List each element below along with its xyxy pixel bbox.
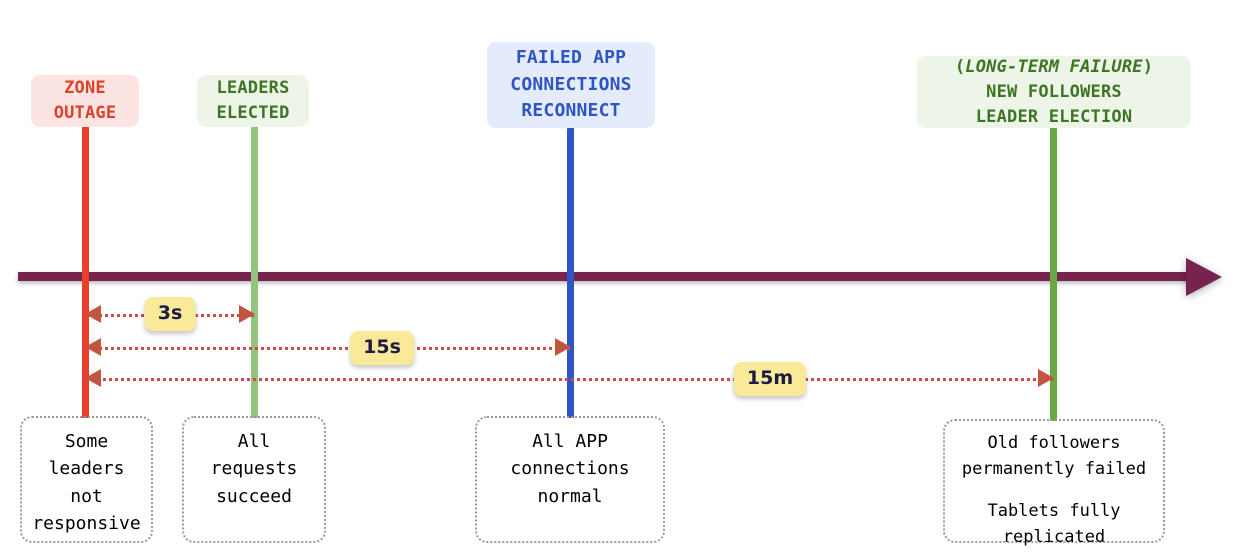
event-chip-line: ELECTED bbox=[216, 103, 290, 123]
event-chip-line: OUTAGE bbox=[53, 103, 117, 123]
outcome-line: responsive bbox=[32, 513, 141, 535]
duration-arrow-right-icon bbox=[1038, 369, 1054, 387]
event-chip-leaders-elected: LEADERS ELECTED bbox=[197, 75, 309, 127]
duration-dotted-line bbox=[86, 347, 570, 350]
outcome-box-leaders-elected: All requests succeed bbox=[182, 416, 326, 543]
outcome-line: leaders bbox=[48, 458, 125, 480]
duration-arrow-right-icon bbox=[239, 305, 255, 323]
outcome-line: permanently failed bbox=[961, 458, 1147, 479]
event-line-app-reconnect bbox=[567, 128, 574, 418]
event-chip-line: CONNECTIONS bbox=[510, 73, 632, 95]
outcome-box-long-term-failure: Old followers permanently failed Tablets… bbox=[943, 419, 1165, 547]
duration-arrow-right-icon bbox=[555, 338, 571, 356]
event-chip-line: ZONE bbox=[64, 78, 106, 99]
outcome-line: normal bbox=[537, 485, 603, 507]
duration-badge-3s: 3s bbox=[144, 297, 196, 331]
duration-badge-15s: 15s bbox=[350, 331, 414, 365]
event-line-zone-outage bbox=[82, 126, 89, 418]
event-chip-app-reconnect: FAILED APP CONNECTIONS RECONNECT bbox=[487, 42, 655, 128]
time-axis-line bbox=[18, 272, 1204, 281]
outcome-box-zone-outage: Some leaders not responsive bbox=[20, 416, 153, 543]
outcome-line: Old followers bbox=[987, 433, 1121, 453]
event-chip-line: LEADER ELECTION bbox=[975, 106, 1133, 127]
duration-arrow-left-icon bbox=[85, 305, 101, 323]
event-chip-long-term-failure: (LONG-TERM FAILURE) NEW FOLLOWERS LEADER… bbox=[917, 56, 1191, 128]
outcome-line: requests bbox=[210, 458, 298, 480]
event-chip-line-long-term: (LONG-TERM FAILURE) bbox=[954, 56, 1154, 77]
outcome-line: Tablets fully bbox=[987, 500, 1121, 521]
outcome-line: All APP bbox=[532, 431, 608, 452]
outcome-line: All bbox=[237, 431, 271, 452]
event-chip-line-italic: LONG-TERM FAILURE bbox=[965, 56, 1143, 77]
duration-badge-15m: 15m bbox=[733, 362, 807, 396]
outcome-box-app-reconnect: All APP connections normal bbox=[475, 416, 665, 543]
event-line-leaders-elected bbox=[251, 126, 258, 418]
event-chip-line: FAILED APP bbox=[515, 47, 627, 69]
outcome-paragraph-gap bbox=[945, 483, 1163, 499]
time-axis-arrowhead-icon bbox=[1186, 258, 1222, 296]
duration-dotted-line bbox=[86, 378, 1053, 381]
outcome-line: replicated bbox=[1002, 526, 1106, 547]
outcome-line: succeed bbox=[216, 485, 292, 507]
outcome-line: Some bbox=[64, 431, 109, 452]
event-line-long-term-failure bbox=[1050, 128, 1057, 421]
outcome-line: not bbox=[70, 485, 103, 507]
duration-arrow-left-icon bbox=[85, 338, 101, 356]
duration-arrow-left-icon bbox=[85, 369, 101, 387]
event-chip-line: NEW FOLLOWERS bbox=[986, 81, 1122, 102]
event-chip-zone-outage: ZONE OUTAGE bbox=[31, 75, 139, 127]
event-chip-line: LEADERS bbox=[216, 78, 290, 99]
outcome-line: connections bbox=[510, 458, 630, 480]
event-chip-line: RECONNECT bbox=[521, 100, 621, 122]
